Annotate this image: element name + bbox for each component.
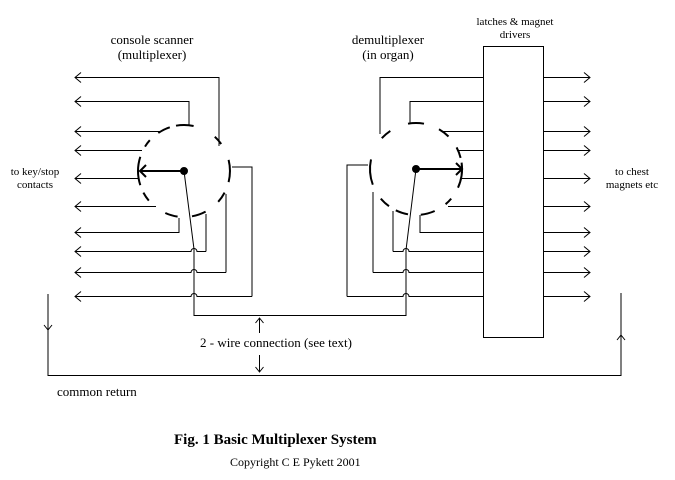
- demux-contact-segment: [438, 128, 450, 138]
- arrow-right-icon: [583, 173, 591, 184]
- scanner-contact-segment: [157, 126, 171, 134]
- scanner-label-line1: console scanner: [110, 32, 194, 47]
- scanner-wire-1: [75, 77, 220, 146]
- key-contacts-line1: to key/stop: [10, 166, 60, 178]
- latches-label: latches & magnet drivers: [455, 16, 575, 42]
- scanner-contact-segment: [191, 210, 207, 218]
- scanner-wire-9: [75, 269, 226, 273]
- arrow-left-icon: [74, 96, 82, 107]
- arrow-right-icon: [583, 201, 591, 212]
- arrow-right-icon: [583, 126, 591, 137]
- demux-label: demultiplexer (in organ): [333, 32, 443, 62]
- demux-wiper-arrow-icon: [455, 162, 464, 176]
- demux-contact-segment: [407, 121, 425, 125]
- scanner-label: console scanner (multiplexer): [92, 32, 212, 62]
- latches-label-line1: latches & magnet: [476, 16, 554, 28]
- arrow-left-icon: [74, 291, 82, 302]
- arrow-right-icon: [583, 72, 591, 83]
- figure-title: Fig. 1 Basic Multiplexer System: [174, 432, 377, 448]
- demux-contact-segment: [395, 209, 409, 216]
- key-contacts-line2: contacts: [16, 179, 54, 191]
- two-wire-signal-line: [183, 168, 417, 316]
- arrow-right-icon: [583, 291, 591, 302]
- demux-wire-1: [379, 77, 483, 134]
- scanner-wire-8: [75, 248, 206, 252]
- demux-wire-9: [373, 269, 483, 273]
- arrow-left-icon: [74, 173, 82, 184]
- demux-pivot: [412, 165, 420, 173]
- demux-contact-segment: [369, 159, 374, 186]
- demux-wire-8: [393, 248, 483, 252]
- scanner-wire-10-riser: [232, 166, 253, 297]
- demux-contact-segment: [380, 197, 390, 208]
- arrow-right-icon: [583, 96, 591, 107]
- arrow-down-icon: [255, 366, 264, 373]
- scanner-contact-segment: [175, 124, 194, 127]
- arrow-up-icon: [255, 317, 264, 324]
- scanner-wire-7: [75, 218, 180, 233]
- arrow-left-icon: [74, 201, 82, 212]
- latches-label-line2: drivers: [499, 29, 531, 41]
- arrow-down-icon: [43, 324, 53, 331]
- arrow-left-icon: [74, 126, 82, 137]
- scanner-contact-segment: [217, 192, 226, 203]
- demux-contact-segment: [455, 146, 462, 159]
- demux-wire-7: [419, 215, 483, 233]
- chest-magnets-label: to chest magnets etc: [592, 166, 672, 192]
- scanner-contact-segment: [142, 192, 150, 202]
- demux-wire-2: [409, 101, 483, 123]
- scanner-wire-10: [75, 293, 252, 297]
- demux-contact-segment: [381, 130, 391, 139]
- arrow-right-icon: [583, 227, 591, 238]
- demux-contact-segment: [457, 162, 464, 189]
- demux-wire-10-riser: [346, 164, 368, 297]
- arrow-left-icon: [74, 227, 82, 238]
- scanner-pivot: [180, 167, 188, 175]
- arrow-right-icon: [583, 145, 591, 156]
- copyright: Copyright C E Pykett 2001: [230, 455, 361, 469]
- demux-label-line1: demultiplexer: [351, 32, 425, 47]
- chest-magnets-line2: magnets etc: [605, 179, 659, 191]
- arrow-up-icon: [616, 334, 626, 341]
- arrow-left-icon: [74, 267, 82, 278]
- scanner-contact-segment: [164, 212, 178, 218]
- latches-box: [483, 46, 544, 338]
- scanner-label-line2: (multiplexer): [117, 47, 187, 62]
- arrow-left-icon: [74, 72, 82, 83]
- two-wire-label: 2 - wire connection (see text): [200, 335, 352, 350]
- arrow-right-icon: [583, 246, 591, 257]
- demux-contact-segment: [444, 197, 452, 205]
- arrow-left-icon: [74, 145, 82, 156]
- scanner-wiper-arrow-icon: [138, 164, 147, 178]
- common-return-label: common return: [57, 384, 137, 399]
- key-contacts-label: to key/stop contacts: [0, 166, 70, 192]
- scanner-contact-segment: [144, 139, 151, 148]
- demux-contact-segment: [420, 210, 436, 216]
- scanner-contact-segment: [137, 156, 142, 186]
- demux-label-line2: (in organ): [362, 47, 414, 62]
- demux-wire-10: [347, 293, 483, 297]
- arrow-left-icon: [74, 246, 82, 257]
- scanner-wire-2: [75, 101, 190, 125]
- arrow-right-icon: [583, 267, 591, 278]
- chest-magnets-line1: to chest: [615, 166, 649, 178]
- scanner-contact-segment: [214, 136, 223, 145]
- scanner-contact-segment: [227, 159, 231, 183]
